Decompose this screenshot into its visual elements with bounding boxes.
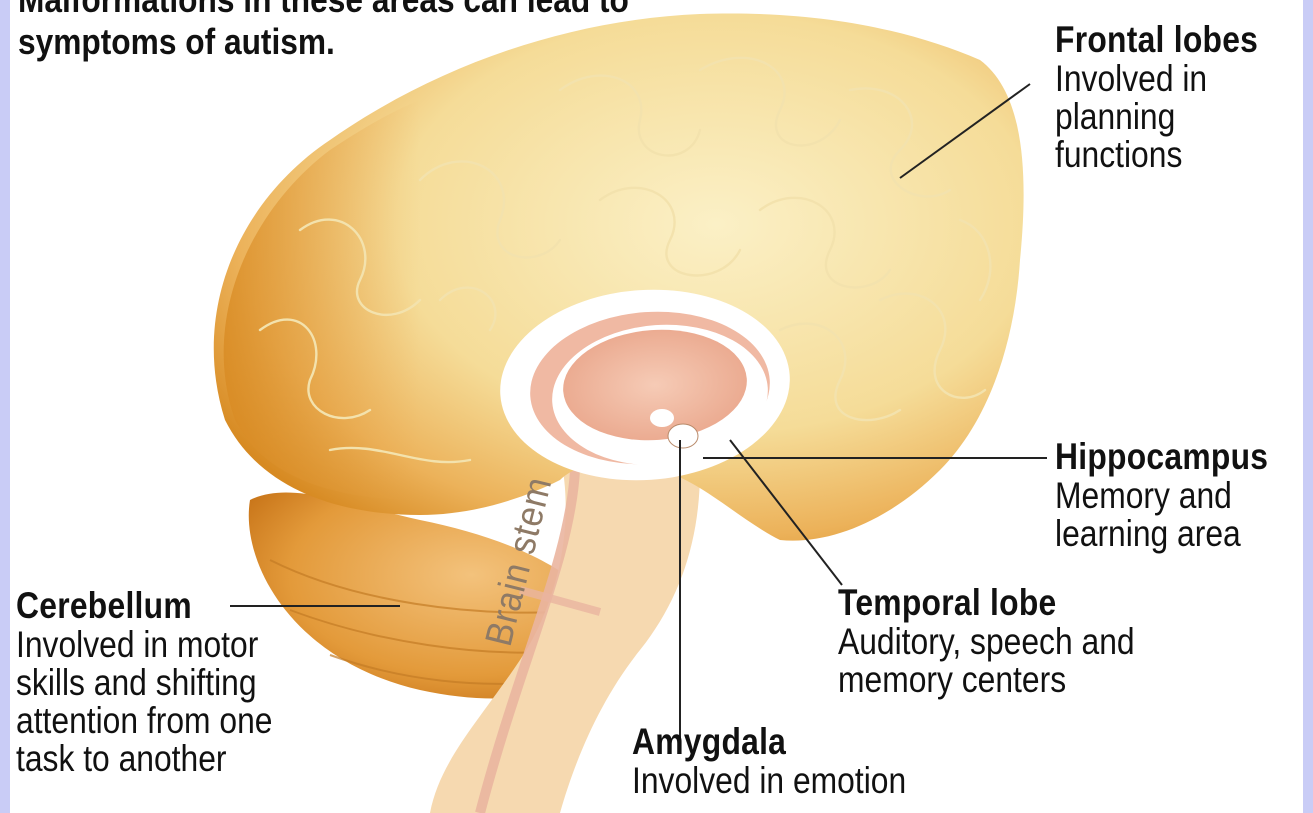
amygdala-title: Amygdala bbox=[632, 722, 906, 762]
amygdala-line-1: Involved in emotion bbox=[632, 762, 906, 800]
label-temporal-lobe: Temporal lobe Auditory, speech and memor… bbox=[838, 583, 1135, 699]
cerebellum-line-1: Involved in motor bbox=[16, 626, 272, 664]
temporal-title: Temporal lobe bbox=[838, 583, 1135, 623]
hippocampus-line-2: learning area bbox=[1055, 515, 1268, 553]
frontal-line-3: functions bbox=[1055, 136, 1258, 174]
label-amygdala: Amygdala Involved in emotion bbox=[632, 722, 906, 800]
frontal-line-2: planning bbox=[1055, 98, 1258, 136]
label-cerebellum: Cerebellum Involved in motor skills and … bbox=[16, 586, 272, 778]
temporal-line-2: memory centers bbox=[838, 661, 1135, 699]
intro-line-1: Malformations in these areas can lead to bbox=[18, 0, 629, 20]
temporal-line-1: Auditory, speech and bbox=[838, 623, 1135, 661]
frontal-line-1: Involved in bbox=[1055, 60, 1258, 98]
cerebellum-line-3: attention from one bbox=[16, 702, 272, 740]
frontal-title: Frontal lobes bbox=[1055, 20, 1258, 60]
cerebellum-line-4: task to another bbox=[16, 740, 272, 778]
label-frontal-lobes: Frontal lobes Involved in planning funct… bbox=[1055, 20, 1258, 174]
hippocampus-title: Hippocampus bbox=[1055, 437, 1268, 477]
intro-line-2: symptoms of autism. bbox=[18, 22, 335, 62]
cerebellum-title: Cerebellum bbox=[16, 586, 272, 626]
amygdala-marker bbox=[668, 424, 698, 448]
hippocampus-marker bbox=[689, 451, 711, 469]
hippocampus-line-1: Memory and bbox=[1055, 477, 1268, 515]
cerebellum-line-2: skills and shifting bbox=[16, 664, 272, 702]
label-hippocampus: Hippocampus Memory and learning area bbox=[1055, 437, 1268, 553]
